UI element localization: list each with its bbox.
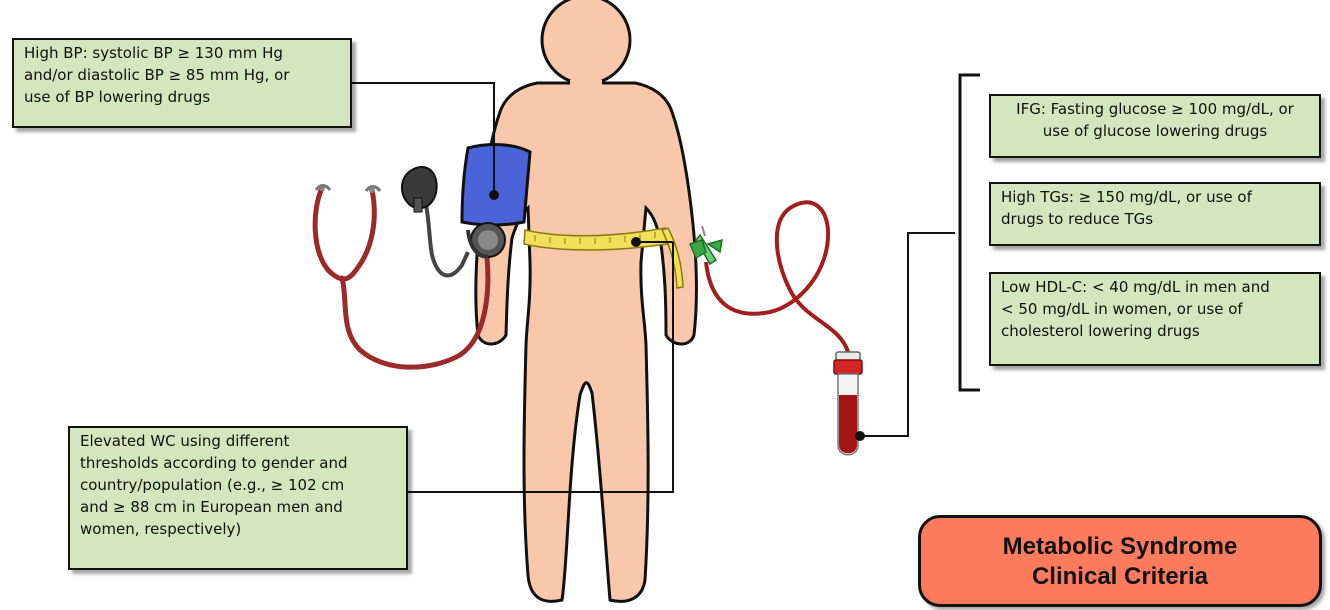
criterion-text: drugs to reduce TGs [1001,208,1309,230]
criterion-text: thresholds according to gender and [80,452,396,474]
diagram-title: Metabolic Syndrome [921,532,1319,562]
criterion-text: use of BP lowering drugs [24,86,340,108]
ifg-criterion-box: IFG: Fasting glucose ≥ 100 mg/dL, or use… [989,94,1321,158]
diagram-title-box: Metabolic Syndrome Clinical Criteria [918,515,1322,607]
criterion-text: cholesterol lowering drugs [1001,320,1309,342]
bp-pointer-dot [489,190,499,200]
criterion-text: Low HDL-C: < 40 mg/dL in men and [1001,276,1309,298]
criterion-text: and ≥ 88 cm in European men and [80,496,396,518]
lab-bracket [960,75,980,390]
criterion-text: < 50 mg/dL in women, or use of [1001,298,1309,320]
blood-pointer-dot [855,431,865,441]
high-bp-criterion-box: High BP: systolic BP ≥ 130 mm Hg and/or … [12,38,352,128]
human-figure [476,0,697,601]
low-hdl-criterion-box: Low HDL-C: < 40 mg/dL in men and < 50 mg… [989,272,1321,366]
criterion-text: High BP: systolic BP ≥ 130 mm Hg [24,42,340,64]
criterion-text: Elevated WC using different [80,430,396,452]
criterion-text: and/or diastolic BP ≥ 85 mm Hg, or [24,64,340,86]
criterion-text: use of glucose lowering drugs [1001,120,1309,142]
blood-connector [860,233,955,436]
blood-collection-needle-icon [690,202,848,352]
criterion-text: women, respectively) [80,518,396,540]
criterion-text: High TGs: ≥ 150 mg/dL, or use of [1001,186,1309,208]
criterion-text: country/population (e.g., ≥ 102 cm [80,474,396,496]
high-tg-criterion-box: High TGs: ≥ 150 mg/dL, or use of drugs t… [989,182,1321,246]
diagram-title: Clinical Criteria [921,562,1319,592]
wc-pointer-dot [631,237,641,247]
elevated-wc-criterion-box: Elevated WC using different thresholds a… [68,426,408,570]
criterion-text: IFG: Fasting glucose ≥ 100 mg/dL, or [1001,98,1309,120]
